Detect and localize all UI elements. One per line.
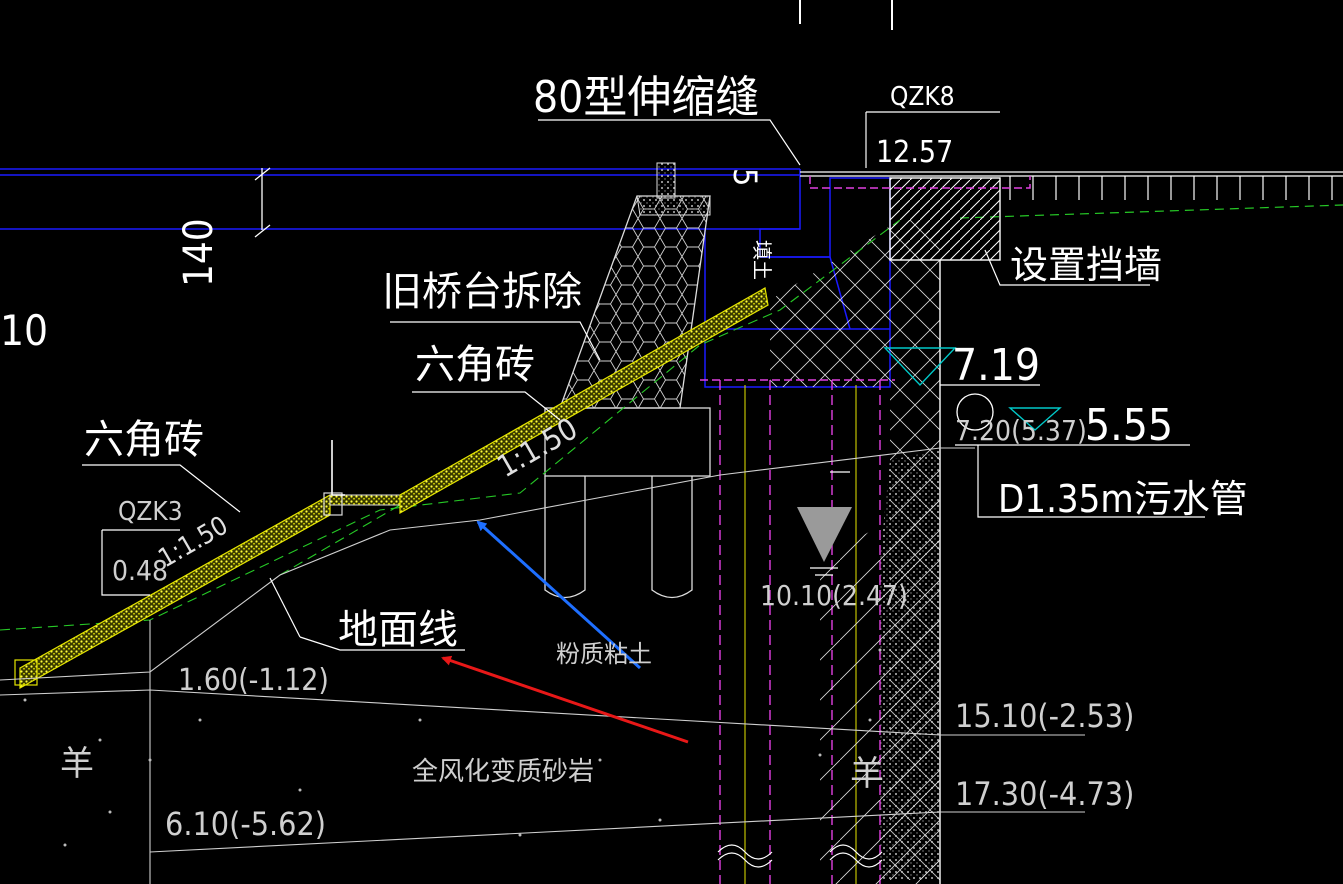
qzk8-id: QZK8 (890, 82, 955, 112)
hex-brick-left-label: 六角砖 (84, 417, 204, 463)
elevation-7-19: 7.19 (952, 340, 1040, 391)
silty-clay-label: 粉质粘土 (556, 640, 652, 668)
road-surface (800, 171, 1343, 177)
qzk3-id: QZK3 (118, 497, 183, 527)
qzk8-elevation: 12.57 (876, 135, 953, 170)
blue-arrow (476, 520, 642, 670)
dim-140: 140 (176, 218, 222, 287)
stratum-dots (23, 598, 907, 847)
slope-protection (14, 287, 769, 690)
callout-circle (956, 393, 994, 431)
elevation-markers (883, 347, 1062, 431)
road-ticks (1009, 176, 1333, 200)
layer-15-10: 15.10(-2.53) (955, 697, 1134, 735)
sheep-mark-left: 羊 (60, 744, 94, 784)
weathered-sandstone-label: 全风化变质砂岩 (412, 757, 594, 787)
leaders (82, 111, 1205, 651)
sewer-pipe-label: D1.35m污水管 (998, 477, 1248, 521)
layer-6-10: 6.10(-5.62) (165, 805, 326, 843)
dim-140-line (254, 167, 271, 238)
layer-17-30: 17.30(-4.73) (955, 775, 1134, 813)
red-arrow (441, 655, 689, 744)
pile-cap (700, 176, 1031, 381)
top-ticks (799, 0, 893, 30)
old-abutment-label: 旧桥台拆除 (382, 269, 582, 315)
rock-hatch (820, 500, 940, 884)
dim-10: 10 (0, 306, 48, 355)
retaining-wall-label: 设置挡墙 (1010, 243, 1162, 287)
water-level-label: 10.10(2.47) (760, 579, 908, 612)
layer-1-60: 1.60(-1.12) (178, 663, 329, 698)
elevation-7-20: 7.20(5.37) (955, 414, 1087, 447)
fill-mark: 填土 (750, 240, 774, 280)
water-level-lines (810, 567, 838, 576)
qzk3-elevation: 0.48 (112, 554, 168, 587)
hex-brick-upper-label: 六角砖 (415, 342, 535, 388)
strata-lines (0, 447, 1085, 884)
expansion-joint-label: 80型伸缩缝 (533, 72, 759, 123)
road-subgrade-line (959, 204, 1343, 219)
ground-line-label: 地面线 (338, 607, 458, 653)
water-level-symbol (797, 507, 852, 562)
dim-5: 5 (726, 168, 764, 186)
sheep-mark-right: 羊 (850, 754, 884, 794)
elevation-5-55: 5.55 (1085, 400, 1173, 451)
